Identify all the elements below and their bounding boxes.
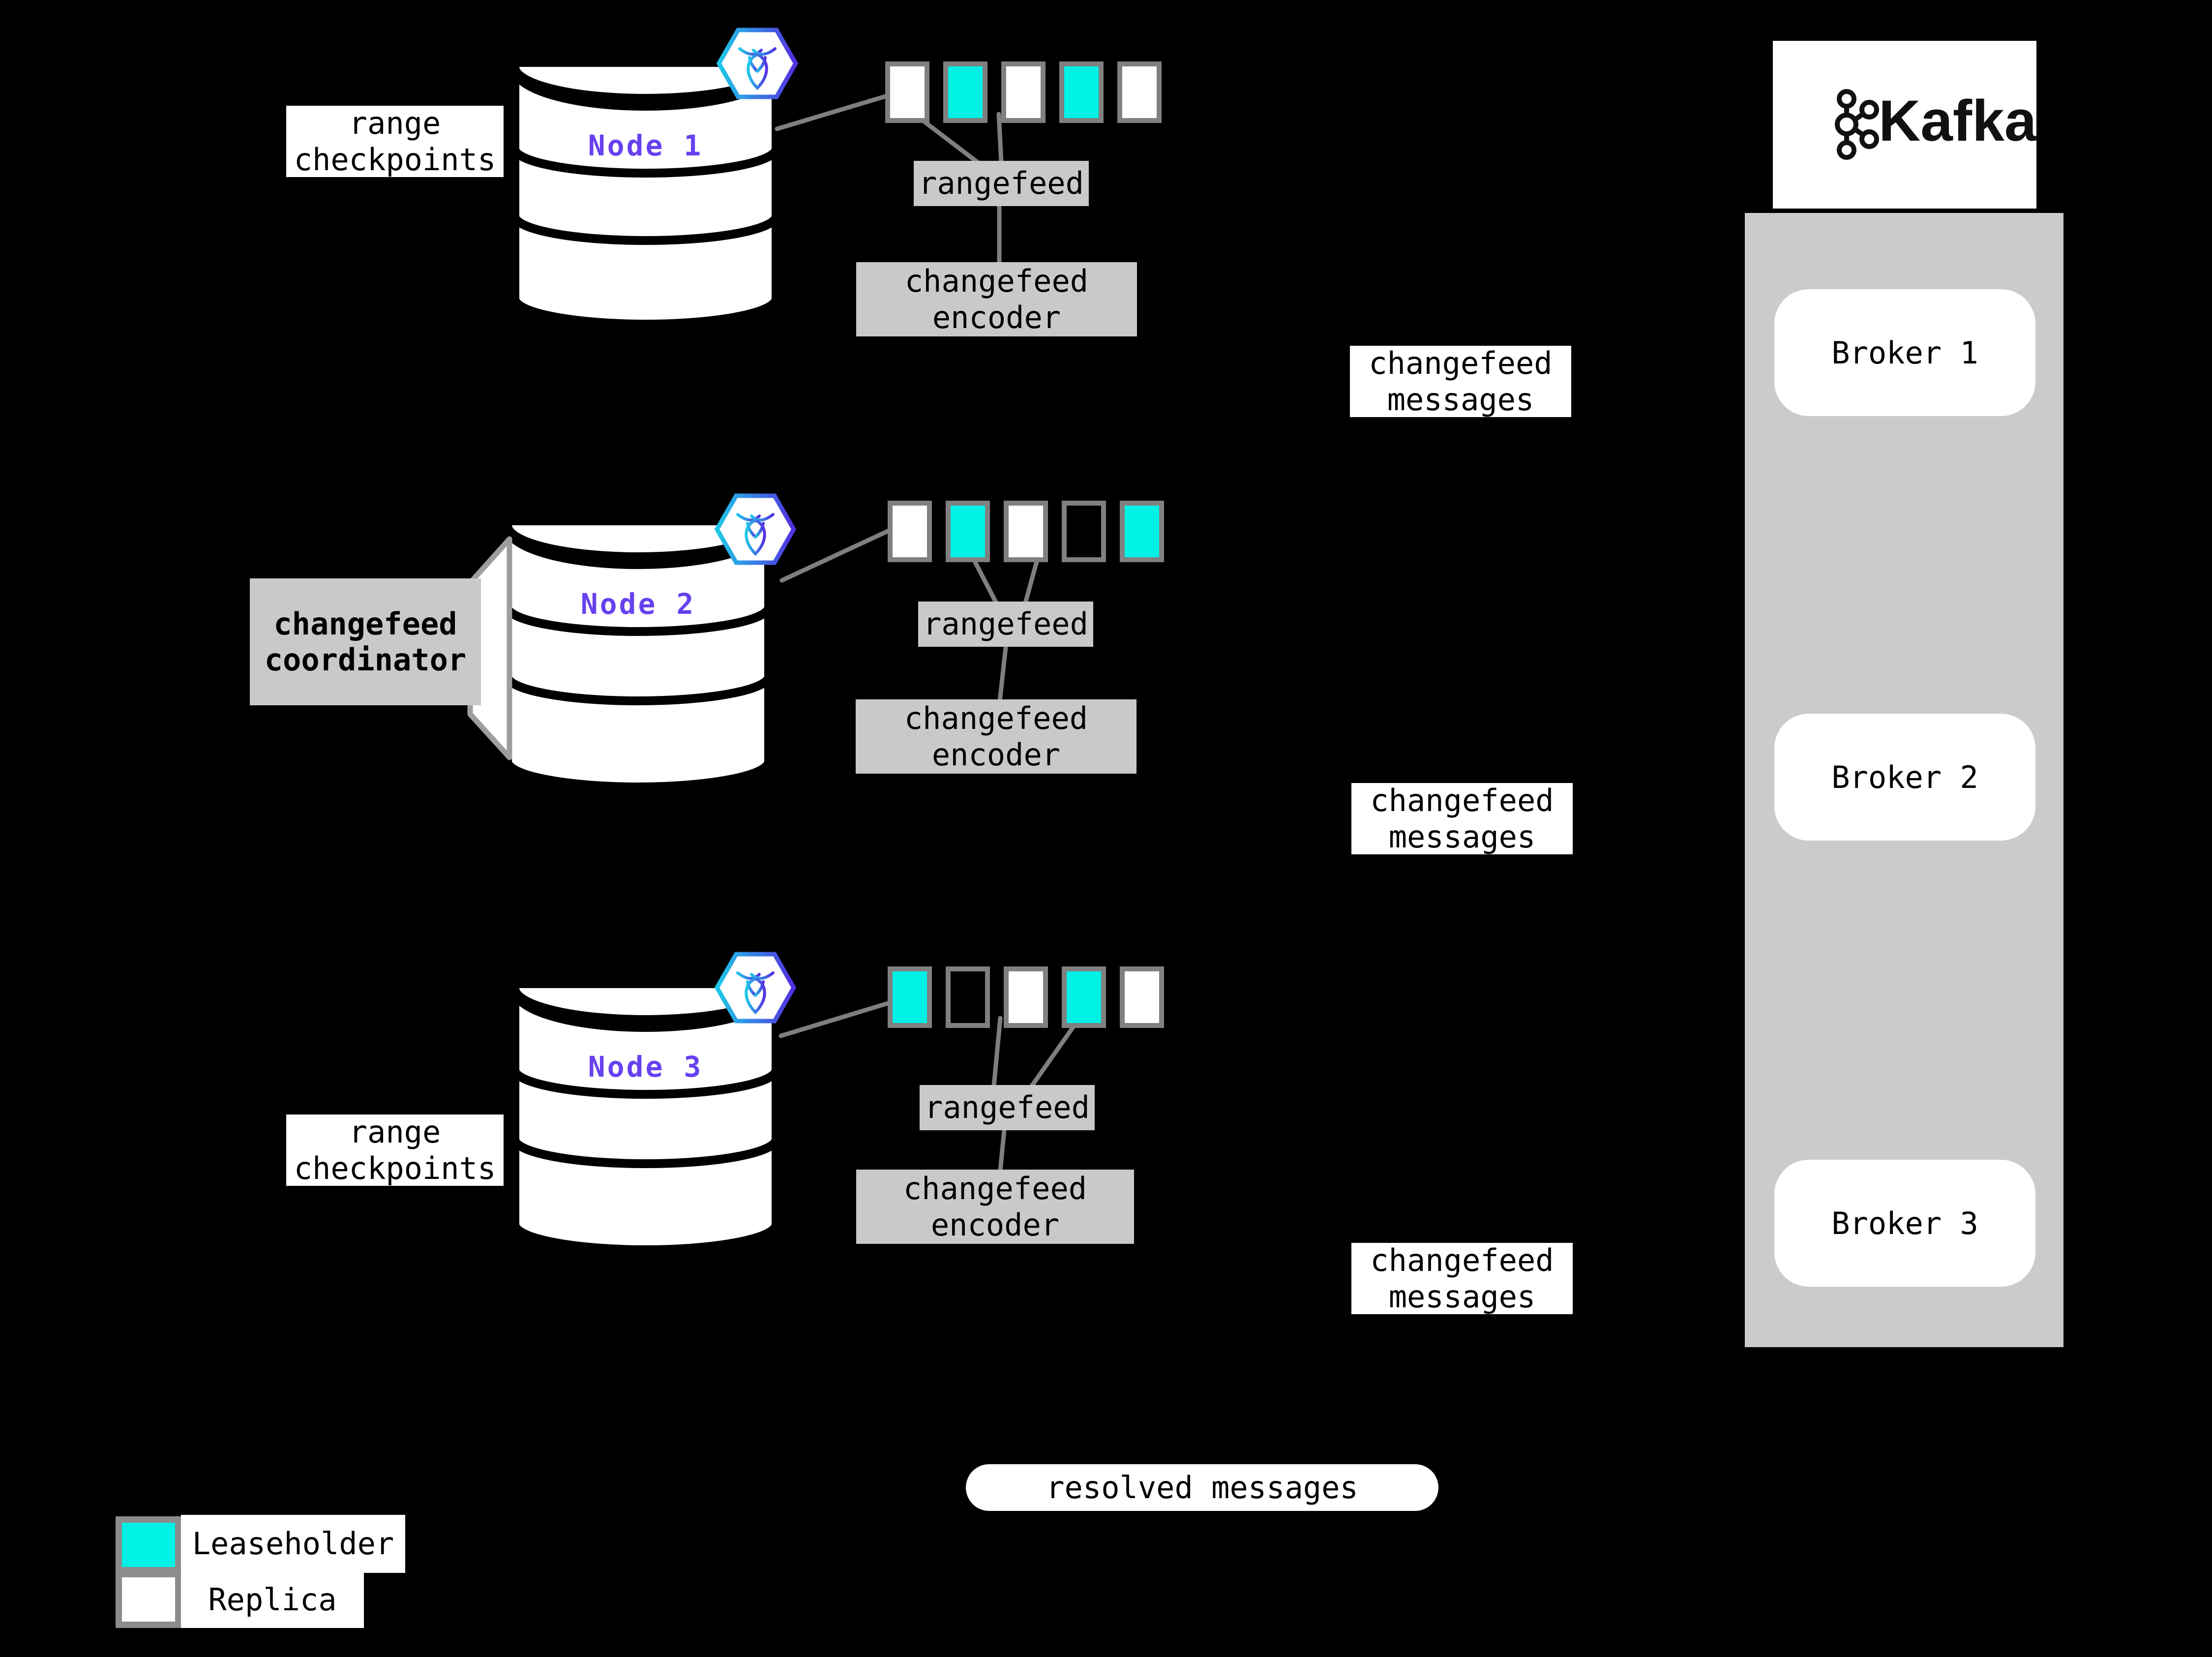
node-3-cylinder	[510, 952, 780, 1254]
node-1-cylinder	[510, 31, 780, 329]
range-replica	[1001, 61, 1046, 123]
rangefeed-box-3: rangefeed	[920, 1085, 1095, 1130]
rangefeed-box-1: rangefeed	[914, 161, 1089, 206]
node-3-ranges	[888, 966, 1164, 1028]
range-leaseholder	[943, 61, 987, 123]
changefeed-messages-label-2: changefeed messages	[1351, 783, 1573, 855]
changefeed-encoder-box-3: changefeed encoder	[856, 1170, 1134, 1244]
kafka-logo-box: Kafka	[1773, 41, 2036, 209]
kafka-wordmark: Kafka	[1879, 89, 2037, 153]
range-checkpoints-label-3: range checkpoints	[286, 1114, 504, 1186]
node-2-ranges	[888, 501, 1164, 562]
range-replica	[1004, 501, 1048, 562]
node-1-ranges	[885, 61, 1162, 123]
range-replica	[885, 61, 929, 123]
range-leaseholder	[1120, 501, 1164, 562]
changefeed-coordinator-label: changefeed coordinator	[250, 578, 481, 705]
resolved-messages-pill: resolved messages	[966, 1464, 1438, 1511]
cockroachdb-icon	[717, 496, 794, 563]
node-1-label: Node 1	[588, 129, 703, 162]
broker-2: Broker 2	[1774, 714, 2035, 841]
changefeed-encoder-box-1: changefeed encoder	[856, 262, 1137, 336]
broker-1: Broker 1	[1774, 289, 2035, 416]
legend-leaseholder-label: Leaseholder	[181, 1515, 405, 1573]
changefeed-messages-label-3: changefeed messages	[1351, 1242, 1573, 1315]
node-3-label: Node 3	[588, 1050, 703, 1084]
range-replica	[1120, 966, 1164, 1028]
range-leaseholder	[1059, 61, 1104, 123]
range-leaseholder	[1062, 966, 1106, 1028]
cockroachdb-icon	[717, 954, 794, 1021]
legend-replica-label: Replica	[181, 1572, 364, 1628]
range-checkpoints-label-1: range checkpoints	[286, 105, 504, 178]
changefeed-encoder-box-2: changefeed encoder	[856, 699, 1136, 774]
rangefeed-box-2: rangefeed	[918, 602, 1093, 647]
leaseholder-swatch	[116, 1516, 181, 1573]
node-2-label: Node 2	[580, 587, 696, 621]
range-replica	[888, 501, 932, 562]
kafka-icon	[1835, 89, 1879, 160]
cockroachdb-icon	[719, 30, 796, 97]
range-replica	[1117, 61, 1162, 123]
range-empty	[946, 966, 990, 1028]
replica-swatch	[116, 1571, 181, 1628]
broker-3: Broker 3	[1774, 1160, 2035, 1287]
node-2-cylinder	[503, 489, 773, 791]
range-replica	[1004, 966, 1048, 1028]
range-leaseholder	[946, 501, 990, 562]
range-empty	[1062, 501, 1106, 562]
changefeed-messages-label-1: changefeed messages	[1350, 345, 1571, 418]
range-leaseholder	[888, 966, 932, 1028]
